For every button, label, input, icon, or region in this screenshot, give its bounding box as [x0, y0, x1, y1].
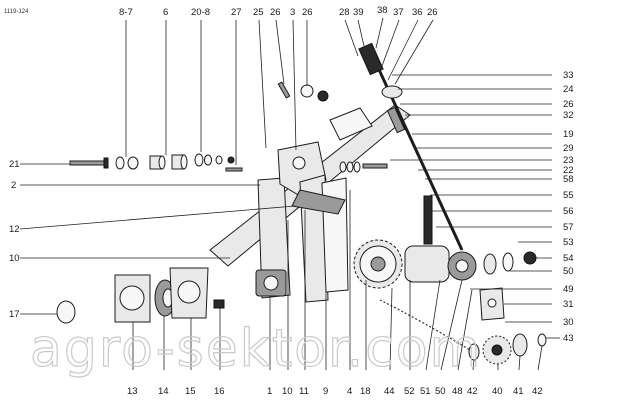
label: 54	[563, 253, 574, 264]
label: 8-7	[119, 7, 133, 18]
label: 41	[513, 386, 524, 397]
washers-29	[339, 161, 361, 173]
sprocket-18	[353, 239, 403, 289]
circlip-17	[56, 300, 76, 324]
label: 28	[339, 7, 350, 18]
label: 58	[563, 174, 574, 185]
label: 13	[127, 386, 138, 397]
label: 25	[253, 7, 264, 18]
label: 42	[467, 386, 478, 397]
label: 11	[299, 386, 309, 397]
washers-8-7	[115, 156, 139, 170]
label: 40	[492, 386, 503, 397]
label: 52	[404, 386, 415, 397]
label: 23	[563, 155, 574, 166]
label: 14	[158, 386, 169, 397]
label: 43	[563, 333, 574, 344]
label: 51	[420, 386, 431, 397]
label: 50	[563, 266, 574, 277]
plate-13	[114, 274, 151, 323]
label: 26	[563, 99, 574, 110]
washers-20-8	[194, 153, 235, 167]
label: 42	[532, 386, 543, 397]
labels-bottom: 13 14 15 16 1 10 11 9 4 18 44 52 51 50 4…	[127, 386, 543, 397]
label: 26	[302, 7, 313, 18]
label: 37	[393, 7, 404, 18]
label: 49	[563, 284, 574, 295]
label: 50	[435, 386, 446, 397]
lever-12	[291, 189, 346, 215]
label: 3	[290, 7, 295, 18]
label: 9	[323, 386, 328, 397]
watermark: agro-sektor.com	[30, 319, 482, 379]
chain-sprocket-40	[468, 333, 547, 365]
label: 1	[267, 386, 272, 397]
bolt-21	[69, 157, 109, 169]
bushing-6	[149, 154, 188, 170]
gearbox-housing	[404, 195, 477, 283]
label: 15	[185, 386, 196, 397]
label: 29	[563, 143, 574, 154]
adjusting-rod-19	[358, 42, 464, 251]
label: 30	[563, 317, 574, 328]
label: 18	[360, 386, 371, 397]
label: 22	[563, 165, 574, 176]
plate-15	[169, 267, 209, 319]
label: 26	[427, 7, 438, 18]
labels-right: 33 24 26 32 19 29 23 22 58 55 56 57 53 5…	[563, 70, 574, 344]
label: 27	[231, 7, 242, 18]
bolt-27	[225, 167, 243, 172]
label: 36	[412, 7, 423, 18]
label: 48	[452, 386, 463, 397]
label: 56	[563, 206, 574, 217]
labels-left: 21 2 12 10 17	[9, 159, 20, 320]
label: 10	[282, 386, 293, 397]
label: 17	[9, 309, 20, 320]
labels-top: 8-7 6 20-8 27 25 26 3 26 28 39 38 37 36 …	[119, 5, 438, 18]
nut-16	[213, 299, 225, 309]
chain	[379, 299, 471, 351]
pedal-bracket-1	[255, 177, 291, 299]
label: 10	[9, 253, 20, 264]
spring-27	[386, 106, 406, 134]
label: 26	[270, 7, 281, 18]
label: 24	[563, 84, 574, 95]
label: 20-8	[191, 7, 210, 18]
pin-23	[362, 163, 388, 169]
label: 53	[563, 237, 574, 248]
label: 44	[384, 386, 395, 397]
label: 21	[9, 159, 20, 170]
bearing-50	[483, 251, 537, 275]
bearing-14	[154, 279, 176, 317]
label: 12	[9, 224, 20, 235]
leader-lines	[19, 17, 560, 371]
label: 16	[214, 386, 225, 397]
label: 2	[11, 180, 16, 191]
label: 6	[163, 7, 168, 18]
label: 57	[563, 222, 574, 233]
label: 55	[563, 190, 574, 201]
pin-26	[277, 81, 329, 102]
label: 19	[563, 129, 574, 140]
label: 4	[347, 386, 352, 397]
bracket-31	[479, 287, 505, 321]
figure-code: 1119-124	[4, 9, 29, 15]
label: 33	[563, 70, 574, 81]
label: 39	[353, 7, 364, 18]
label: 38	[377, 5, 388, 16]
label: 32	[563, 110, 574, 121]
label: 31	[563, 299, 574, 310]
